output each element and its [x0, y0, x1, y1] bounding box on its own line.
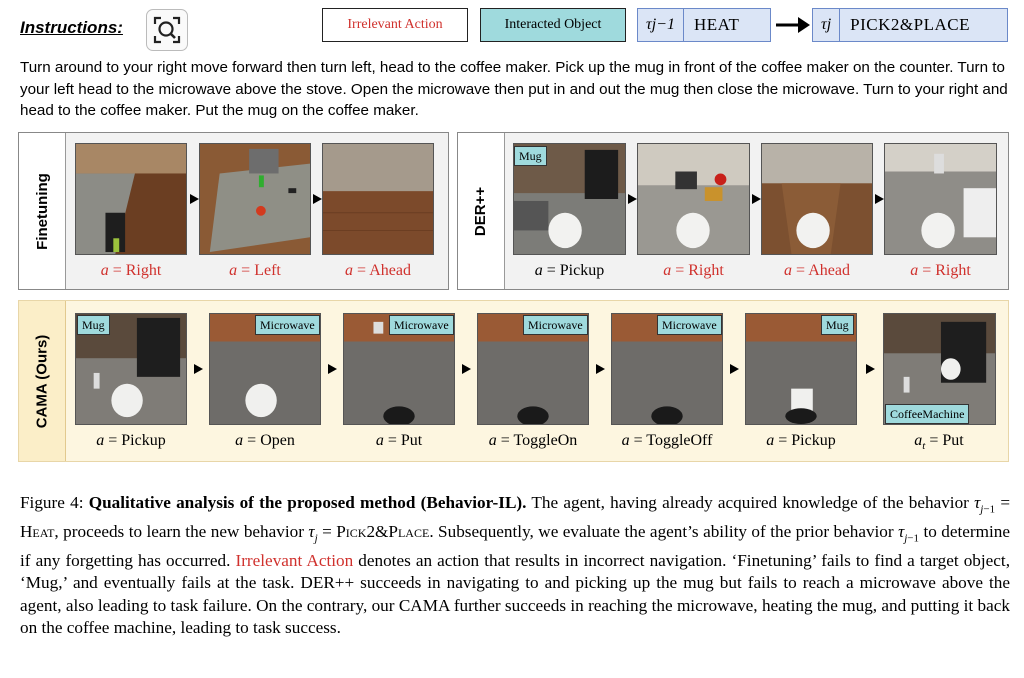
tau-prev-box: τj−1 HEAT: [637, 8, 771, 42]
tau-next-box: τj PICK2&PLACE: [812, 8, 1008, 42]
derpp-action-2: a = Right: [663, 262, 724, 279]
cama-action-3: a = Put: [375, 432, 423, 449]
legend-irrelevant-action: Irrelevant Action: [322, 8, 468, 42]
figure-caption: Figure 4: Qualitative analysis of the pr…: [20, 493, 1011, 637]
arrow-right-icon: [596, 364, 605, 374]
arrow-right-icon: [313, 194, 322, 204]
cama-frame-1: [75, 313, 187, 425]
tau-next-symbol: τj: [821, 16, 832, 33]
derpp-tag-mug: Mug: [514, 146, 547, 166]
cama-label: CAMA (Ours): [19, 301, 66, 461]
finetuning-frame-3: [322, 143, 434, 255]
derpp-frame-3: [761, 143, 873, 255]
cama-tag-6: Mug: [821, 315, 854, 335]
arrow-right-icon: [730, 364, 739, 374]
finetuning-label: Finetuning: [19, 133, 66, 289]
finetuning-action-2: a = Left: [229, 262, 281, 279]
cama-action-1: a = Pickup: [96, 432, 166, 449]
cama-action-7: at = Put: [914, 432, 964, 453]
cama-tag-4: Microwave: [523, 315, 588, 335]
cama-panel: CAMA (Ours) Mug Microwave Microwave Micr…: [18, 300, 1009, 462]
derpp-panel: DER++ Mug a = Pickup a = Right a = Ahead…: [457, 132, 1009, 290]
cama-action-2: a = Open: [235, 432, 295, 449]
arrow-right-icon: [194, 364, 203, 374]
derpp-label: DER++: [458, 133, 505, 289]
derpp-action-1: a = Pickup: [534, 262, 605, 279]
arrow-right-icon: [190, 194, 199, 204]
tau-prev-name: HEAT: [693, 15, 740, 34]
finetuning-frame-2: [199, 143, 311, 255]
arrow-right-icon: [328, 364, 337, 374]
cama-tag-1: Mug: [77, 315, 110, 335]
derpp-action-3: a = Ahead: [784, 262, 850, 279]
cama-tag-7: CoffeeMachine: [885, 404, 970, 424]
cama-tag-2: Microwave: [255, 315, 320, 335]
derpp-frame-4: [884, 143, 997, 255]
finetuning-frame-1: [75, 143, 187, 255]
arrow-right-icon: [776, 17, 810, 33]
cama-action-5: a = ToggleOff: [621, 432, 713, 449]
arrow-right-icon: [628, 194, 637, 204]
tau-prev-symbol: τj−1: [646, 16, 675, 33]
arrow-right-icon: [752, 194, 761, 204]
derpp-frame-2: [637, 143, 750, 255]
instructions-label: Instructions:: [20, 18, 123, 37]
derpp-action-4: a = Right: [910, 262, 971, 279]
arrow-right-icon: [875, 194, 884, 204]
cama-tag-3: Microwave: [389, 315, 454, 335]
search-icon: [146, 9, 188, 51]
cama-action-6: a = Pickup: [766, 432, 836, 449]
cama-action-4: a = ToggleOn: [488, 432, 578, 449]
tau-next-name: PICK2&PLACE: [850, 15, 970, 34]
finetuning-action-3: a = Ahead: [345, 262, 411, 279]
finetuning-panel: Finetuning a = Right a = Left a = Ahead: [18, 132, 449, 290]
arrow-right-icon: [462, 364, 471, 374]
arrow-right-icon: [866, 364, 875, 374]
finetuning-action-1: a = Right: [100, 262, 162, 279]
caption-irrelevant-action: Irrelevant Action: [235, 550, 354, 570]
cama-tag-5: Microwave: [657, 315, 722, 335]
instructions-text: Turn around to your right move forward t…: [20, 59, 1008, 119]
legend-interacted-object: Interacted Object: [480, 8, 626, 42]
